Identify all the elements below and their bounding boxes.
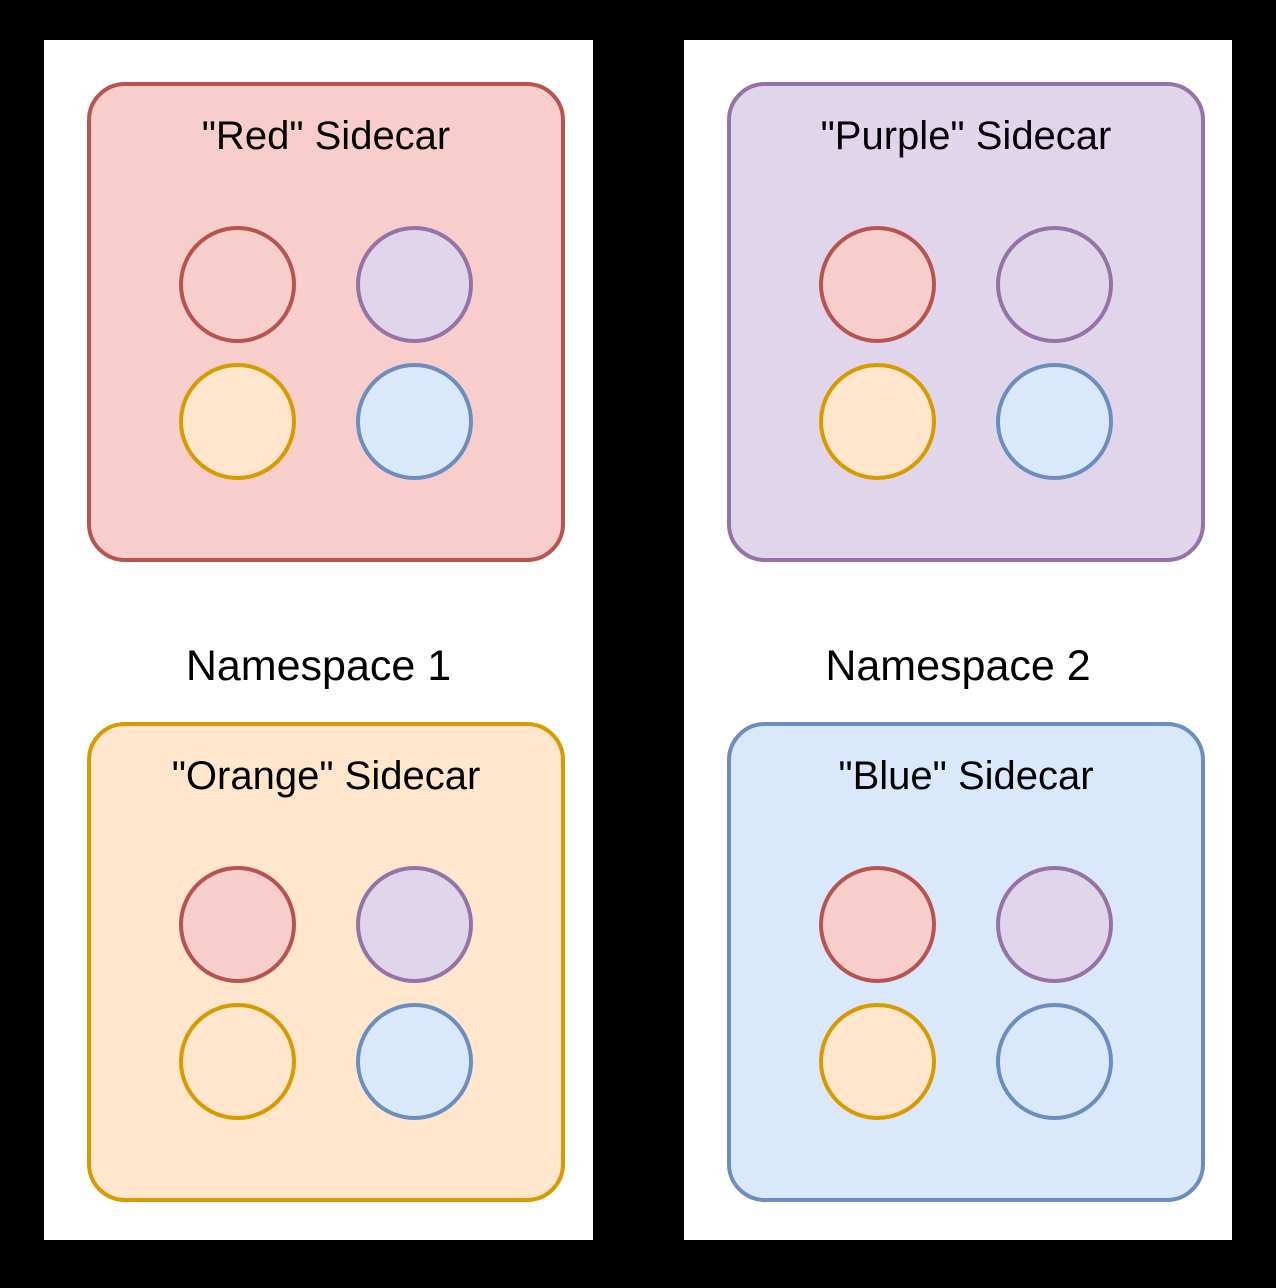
namespace-column-2: "Purple" Sidecar Namespace 2 "Blue" Side… bbox=[684, 40, 1232, 1240]
proxy-dot-blue bbox=[356, 1003, 473, 1120]
proxy-dot-red bbox=[179, 866, 296, 983]
sidecar-orange-proxy-grid bbox=[91, 866, 561, 1120]
sidecar-blue[interactable]: "Blue" Sidecar bbox=[727, 722, 1205, 1202]
proxy-dot-purple bbox=[356, 226, 473, 343]
sidecar-purple-proxy-grid bbox=[731, 226, 1201, 480]
proxy-dot-blue bbox=[996, 1003, 1113, 1120]
proxy-dot-blue bbox=[996, 363, 1113, 480]
proxy-dot-orange bbox=[179, 1003, 296, 1120]
proxy-dot-orange bbox=[819, 1003, 936, 1120]
namespace-label-1: Namespace 1 bbox=[185, 642, 452, 690]
sidecar-orange[interactable]: "Orange" Sidecar bbox=[87, 722, 565, 1202]
proxy-dot-purple bbox=[996, 226, 1113, 343]
sidecar-blue-title: "Blue" Sidecar bbox=[838, 754, 1094, 798]
proxy-dot-red bbox=[179, 226, 296, 343]
proxy-dot-orange bbox=[179, 363, 296, 480]
proxy-dot-purple bbox=[356, 866, 473, 983]
sidecar-red[interactable]: "Red" Sidecar bbox=[87, 82, 565, 562]
proxy-dot-red bbox=[819, 226, 936, 343]
sidecar-blue-proxy-grid bbox=[731, 866, 1201, 1120]
proxy-dot-red bbox=[819, 866, 936, 983]
sidecar-purple[interactable]: "Purple" Sidecar bbox=[727, 82, 1205, 562]
namespace-column-1: "Red" Sidecar Namespace 1 "Orange" Sidec… bbox=[44, 40, 593, 1240]
sidecar-orange-title: "Orange" Sidecar bbox=[171, 754, 481, 798]
sidecar-red-proxy-grid bbox=[91, 226, 561, 480]
proxy-dot-blue bbox=[356, 363, 473, 480]
proxy-dot-orange bbox=[819, 363, 936, 480]
sidecar-purple-title: "Purple" Sidecar bbox=[820, 114, 1112, 158]
namespace-label-2: Namespace 2 bbox=[825, 642, 1091, 690]
sidecar-red-title: "Red" Sidecar bbox=[201, 114, 451, 158]
proxy-dot-purple bbox=[996, 866, 1113, 983]
